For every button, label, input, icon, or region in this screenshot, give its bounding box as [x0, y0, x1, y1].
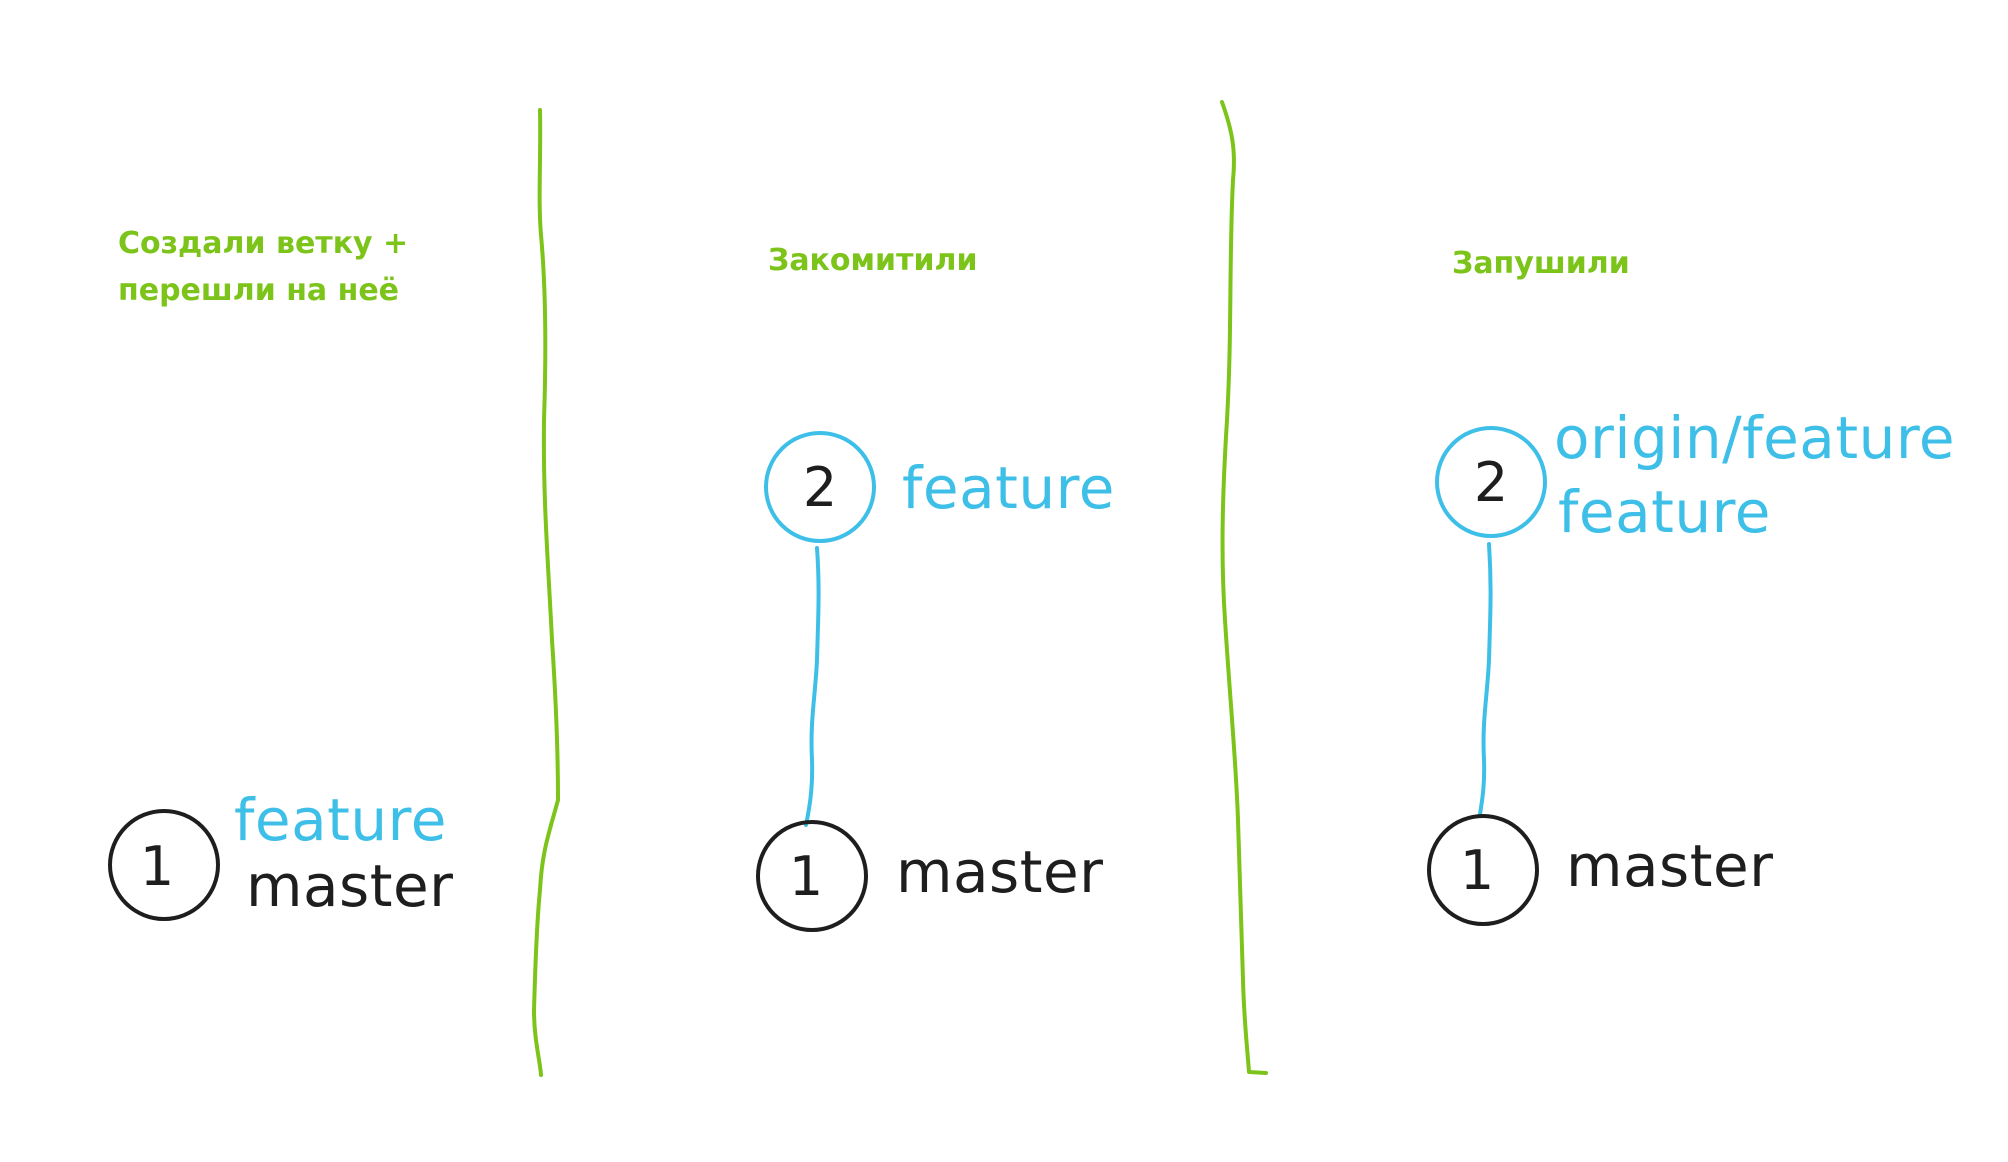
commit-node: [764, 431, 876, 543]
commit-node: [756, 820, 868, 932]
panel-3-title: Запушили: [1452, 246, 1630, 281]
panel-1-commit-1: 1: [108, 809, 220, 921]
commit-node: [1427, 814, 1539, 926]
panel-2-commit-1: 1: [756, 820, 868, 932]
panel-1-title-line-1: Создали ветку +: [118, 226, 408, 261]
commit-number: 1: [789, 845, 823, 908]
commit-number: 1: [140, 835, 174, 898]
panel-2-title: Закомитили: [768, 243, 977, 278]
panel-1-ref-feature: feature: [234, 786, 447, 854]
panel-3-ref-feature: feature: [1558, 478, 1771, 546]
commit-node: [108, 809, 220, 921]
panel-3-commit-link: [1478, 542, 1493, 817]
panel-2-commit-2: 2: [764, 431, 876, 543]
panel-2-ref-feature: feature: [902, 454, 1115, 522]
panel-divider-2: [1220, 100, 1268, 1075]
panel-3-commit-1: 1: [1427, 814, 1539, 926]
commit-number: 2: [1474, 451, 1508, 514]
panel-2-ref-master: master: [896, 838, 1104, 906]
panel-3-ref-origin-feature: origin/feature: [1554, 404, 1955, 472]
panel-divider-1: [532, 108, 560, 1077]
panel-1-title-line-2: перешли на неё: [118, 273, 399, 308]
commit-number: 1: [1460, 839, 1494, 902]
panel-1-ref-master: master: [246, 852, 454, 920]
commit-node: [1435, 426, 1547, 538]
panel-3-ref-master: master: [1566, 832, 1774, 900]
commit-number: 2: [803, 456, 837, 519]
panel-2-commit-link: [804, 546, 821, 827]
panel-3-commit-2: 2: [1435, 426, 1547, 538]
